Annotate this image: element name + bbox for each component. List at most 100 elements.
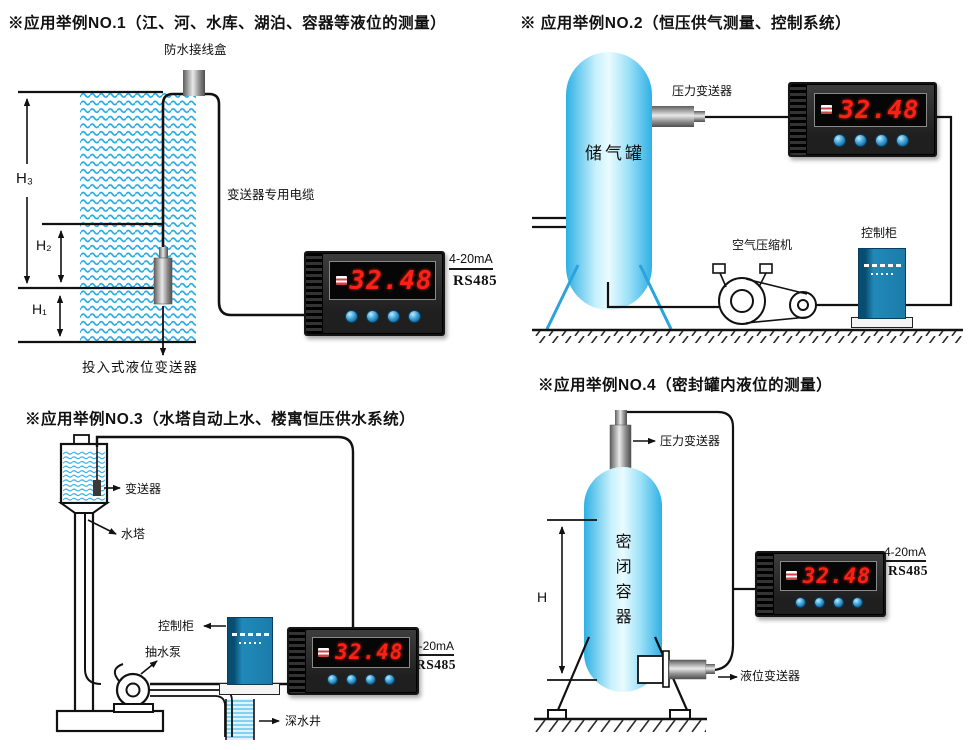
meter-button-icon <box>408 311 420 323</box>
meter-button-icon <box>347 675 356 685</box>
q3-title: ※应用举例NO.3（水塔自动上水、楼寓恒压供水系统） <box>25 411 416 428</box>
q3-tower-funnel <box>57 502 111 514</box>
q1-level-transmitter-label: 投入式液位变送器 <box>82 360 198 375</box>
q1-title: ※应用举例NO.1（江、河、水库、湖泊、容器等液位的测量） <box>8 15 447 32</box>
meter-display: 32.48 <box>311 636 411 668</box>
q2-pipe-stub <box>532 216 566 229</box>
q4-h-reference-lines <box>547 519 597 681</box>
meter-button-icon <box>896 135 908 147</box>
meter-button-icon <box>795 597 805 607</box>
q3-transmitter-label: 变送器 <box>125 482 162 496</box>
q3-bus-label: RS485 <box>416 657 457 672</box>
q3-tower-cap <box>73 434 90 445</box>
meter-button-icon <box>875 135 887 147</box>
meter-buttons <box>807 127 934 154</box>
panel-meter-q1: 32.48 <box>304 251 445 336</box>
q3-water-tower-pointer <box>87 519 117 535</box>
q4-level-transmitter-box <box>637 655 664 684</box>
meter-side-vents <box>790 84 806 155</box>
q1-h1-label: H₁ <box>32 301 47 317</box>
q4-cable <box>621 410 735 672</box>
q4-signal-label: 4-20mA <box>884 545 927 563</box>
q2-gas-tank-label: 储气罐 <box>585 144 645 163</box>
meter-button-icon <box>345 311 357 323</box>
q2-gas-tank <box>566 52 652 310</box>
q4-pressure-transmitter-label: 压力变送器 <box>660 434 721 448</box>
q3-deep-well-label: 深水井 <box>285 714 322 728</box>
meter-reading: 32.48 <box>839 95 920 125</box>
meter-button-icon <box>833 135 845 147</box>
meter-status-indicator <box>821 105 833 115</box>
meter-display: 32.48 <box>813 92 928 128</box>
q4-bus-label: RS485 <box>888 563 929 578</box>
q3-water-pump <box>113 663 154 713</box>
q4-sealed-tank-diagram <box>534 410 756 732</box>
q2-tank-to-compressor-pipe <box>606 282 720 309</box>
meter-reading: 32.48 <box>802 563 871 588</box>
meter-button-icon <box>833 597 843 607</box>
meter-button-icon <box>814 597 824 607</box>
q3-pump-label: 抽水泵 <box>145 645 182 659</box>
q4-level-transmitter-flange <box>662 650 670 688</box>
q3-water-tower-diagram <box>55 434 355 740</box>
meter-buttons <box>774 591 883 614</box>
q4-h-label: H <box>537 589 548 605</box>
q2-gas-system-diagram <box>532 52 963 343</box>
q3-control-cabinet <box>227 617 273 685</box>
q2-pressure-transmitter-tip <box>694 111 705 122</box>
q4-sealed-tank <box>584 467 662 692</box>
meter-button-icon <box>387 311 399 323</box>
q4-title: ※应用举例NO.4（密封罐内液位的测量） <box>538 377 833 394</box>
q4-level-transmitter-label: 液位变送器 <box>740 669 801 683</box>
meter-button-icon <box>854 135 866 147</box>
meter-button-icon <box>852 597 862 607</box>
meter-display: 32.48 <box>779 560 878 591</box>
meter-buttons <box>323 300 442 333</box>
q1-level-lines <box>18 90 196 344</box>
q4-pressure-transmitter <box>609 424 632 471</box>
q1-cable-label: 变送器专用电缆 <box>227 188 315 202</box>
q3-cable <box>95 435 355 627</box>
cabinet-indicator-dots <box>859 273 905 275</box>
meter-face: 32.48 <box>305 629 417 693</box>
panel-meter-q4: 32.48 <box>755 551 886 617</box>
q2-ground-hatch <box>533 331 963 343</box>
q3-tank-transmitter <box>93 480 101 496</box>
meter-face: 32.48 <box>322 253 443 334</box>
q1-junction-box-label: 防水接线盒 <box>164 43 227 57</box>
q1-bus-label: RS485 <box>453 273 498 289</box>
meter-side-vents <box>289 629 305 693</box>
q2-title: ※ 应用举例NO.2（恒压供气测量、控制系统） <box>520 15 851 32</box>
meter-side-vents <box>757 553 773 615</box>
meter-button-icon <box>366 675 375 685</box>
q4-level-transmitter-body <box>668 659 707 680</box>
panel-meter-q2: 32.48 <box>788 82 937 157</box>
q1-water-body <box>80 93 196 342</box>
q4-left-foot <box>547 709 567 720</box>
q3-water-tower-label: 水塔 <box>121 527 146 541</box>
cabinet-indicator-dashes <box>228 633 272 636</box>
q2-air-compressor <box>712 263 817 325</box>
meter-face: 32.48 <box>773 553 884 615</box>
meter-reading: 32.48 <box>349 265 433 296</box>
q3-deep-well <box>226 699 254 740</box>
q2-pressure-transmitter-label: 压力变送器 <box>672 84 733 98</box>
meter-status-indicator <box>786 571 798 581</box>
q1-signal-label: 4-20mA <box>449 252 493 270</box>
q1-open-water-diagram <box>18 70 306 356</box>
q4-pressure-transmitter-neck <box>615 410 627 426</box>
meter-side-vents <box>306 253 322 334</box>
q4-right-foot <box>669 709 691 720</box>
meter-reading: 32.48 <box>335 640 404 665</box>
q2-air-compressor-label: 空气压缩机 <box>732 238 793 252</box>
q2-cabinet-label: 控制柜 <box>861 226 898 240</box>
meter-button-icon <box>385 675 394 685</box>
q1-submersible-transmitter <box>153 257 173 305</box>
q3-well-walls <box>225 699 255 740</box>
q4-sealed-tank-label: 密闭容器 <box>612 533 630 633</box>
q4-ground-hatch <box>535 720 706 732</box>
q4-level-transmitter-tip <box>706 664 715 674</box>
q1-h2-label: H₂ <box>36 237 52 253</box>
